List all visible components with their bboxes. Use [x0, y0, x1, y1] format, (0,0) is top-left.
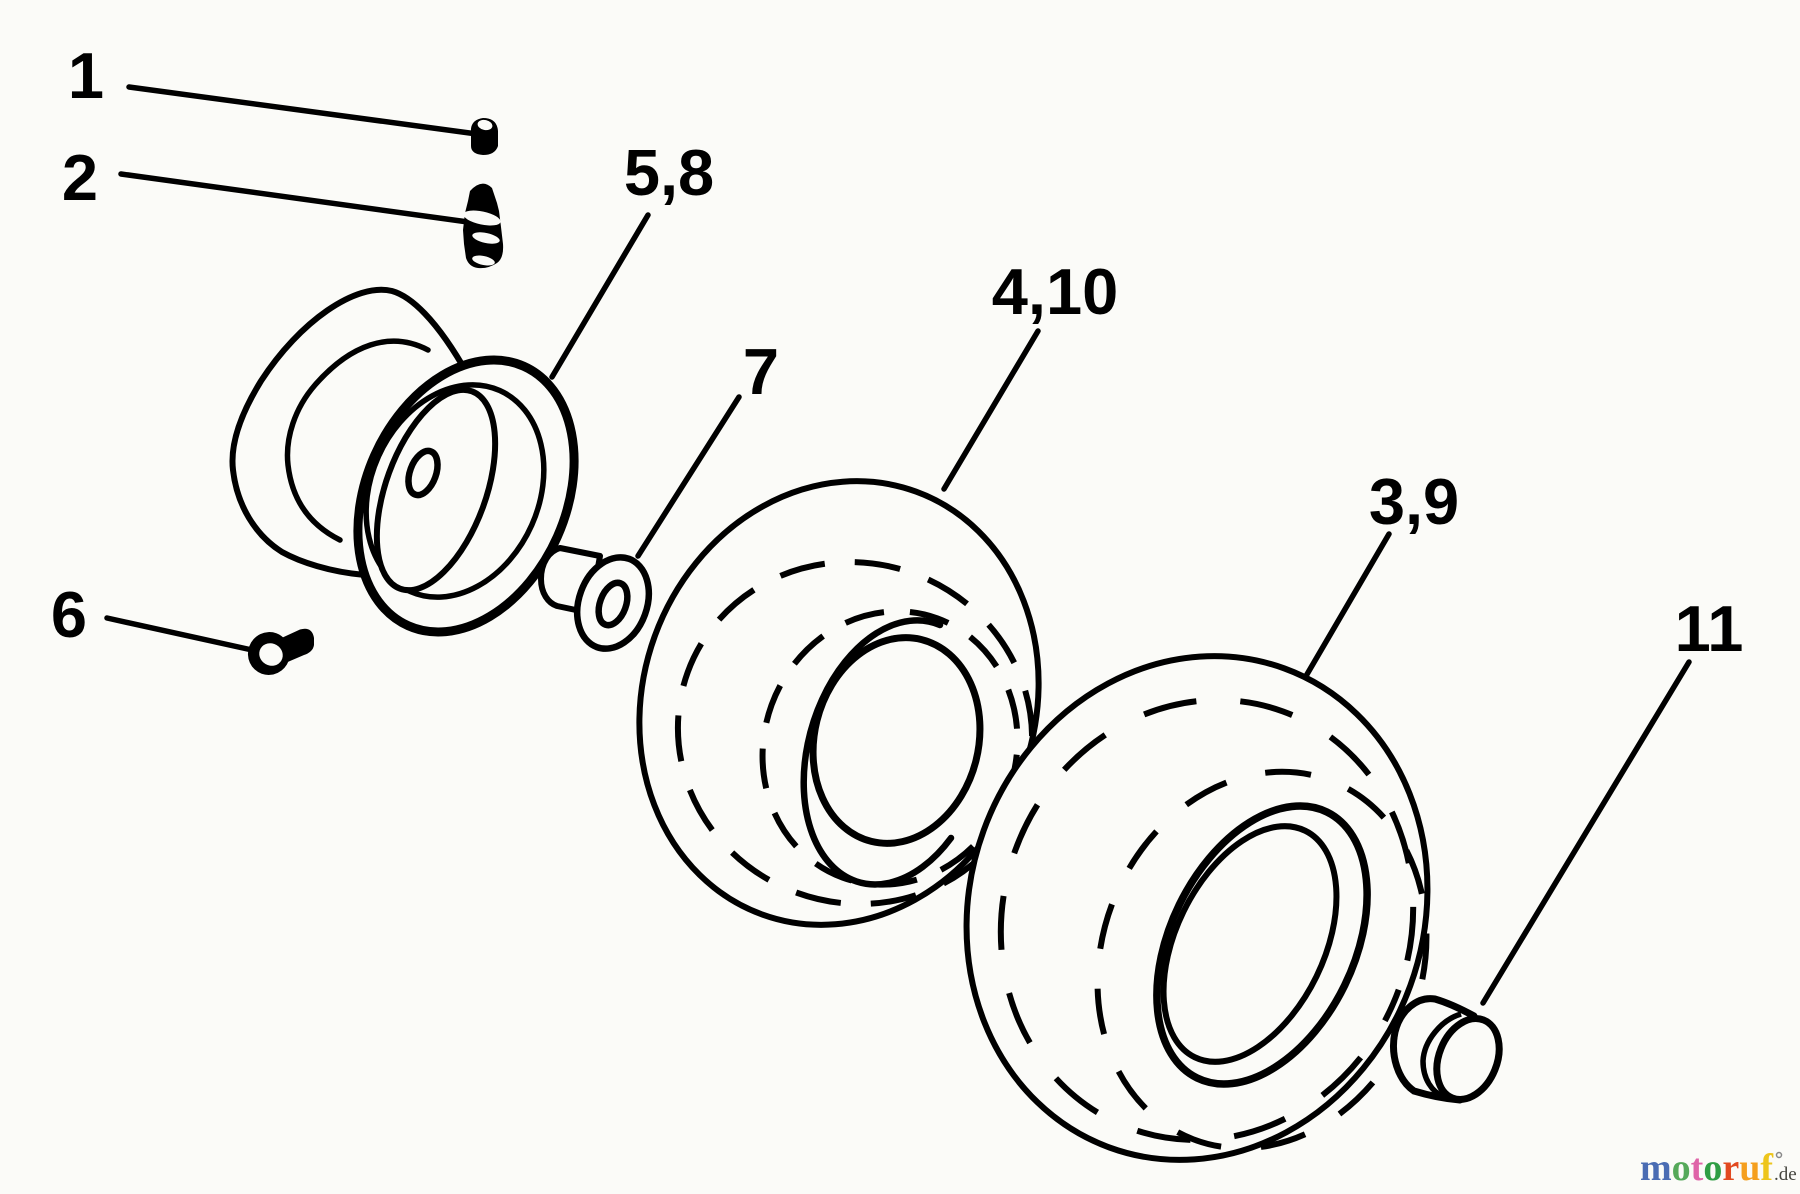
svg-text:1: 1: [68, 39, 104, 112]
svg-text:.de: .de: [1774, 1164, 1797, 1185]
svg-text:motoruf: motoruf: [1640, 1147, 1774, 1189]
svg-text:4,10: 4,10: [992, 255, 1119, 328]
svg-text:7: 7: [743, 335, 779, 408]
svg-text:5,8: 5,8: [624, 136, 714, 209]
svg-text:11: 11: [1675, 592, 1744, 665]
svg-text:6: 6: [51, 578, 87, 651]
svg-text:2: 2: [62, 141, 98, 214]
svg-text:3,9: 3,9: [1369, 465, 1459, 538]
